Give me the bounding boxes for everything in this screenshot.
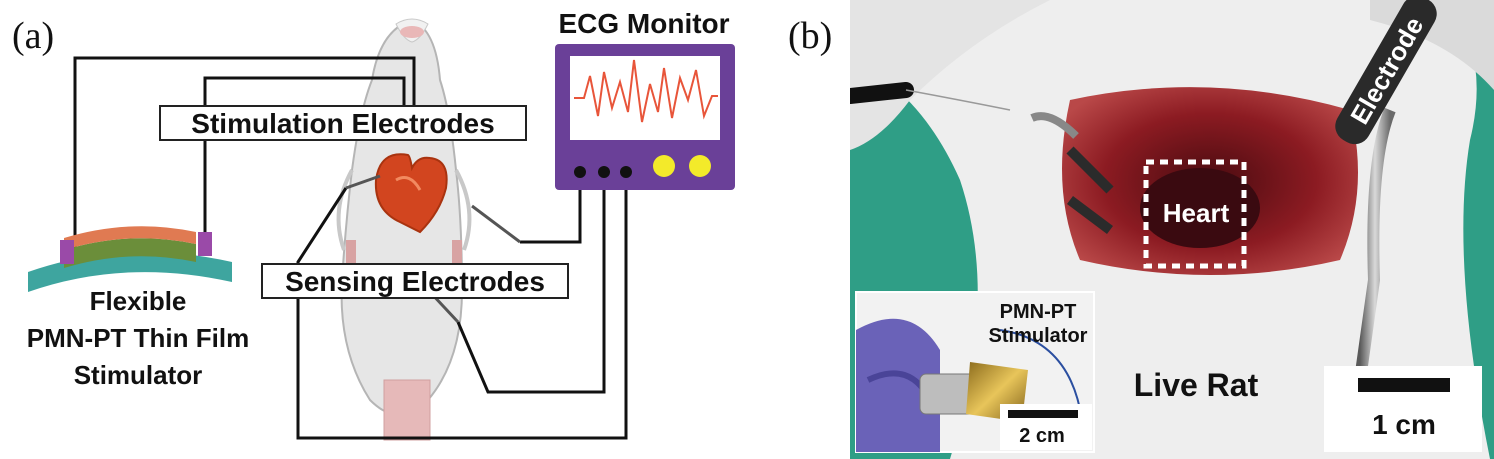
stimulator-label-line3: Stimulator (74, 360, 203, 390)
heart-highlight-box (1143, 159, 1247, 269)
sensing-electrodes-box (261, 263, 569, 299)
ecg-trace (574, 59, 718, 123)
scale-bar-label: 1 cm (1372, 409, 1436, 440)
stimulation-electrodes-label: Stimulation Electrodes (191, 108, 494, 139)
stimulator-label-line1: Flexible (90, 286, 187, 316)
stimulator-label-line2: PMN-PT Thin Film (27, 323, 249, 353)
stimulator-inset: PMN-PT Stimulator 2 cm (855, 291, 1095, 453)
sensing-electrodes-label: Sensing Electrodes (285, 266, 545, 297)
ecg-monitor-label: ECG Monitor (558, 8, 729, 39)
sensing-wires (296, 172, 628, 440)
inset-scale-bar-label: 2 cm (1019, 425, 1065, 447)
stimulation-wires (73, 56, 416, 256)
heart-icon (374, 153, 448, 234)
stimulation-electrodes-box (159, 105, 527, 141)
heart-label: Heart (1163, 198, 1230, 228)
panel-a-label: (a) (12, 15, 55, 57)
scale-bar (1358, 378, 1450, 392)
ecg-monitor (555, 44, 735, 190)
surgery-photo: Electrode Heart Live Rat 1 cm PMN-PT Sti… (850, 0, 1494, 459)
inset-label-line1: PMN-PT (1000, 301, 1077, 323)
inset-label-line2: Stimulator (989, 325, 1088, 347)
inset-scale-bar (1008, 410, 1078, 418)
live-rat-label: Live Rat (1134, 367, 1259, 403)
experiment-schematic: ECG Monitor Stimulation Electrodes Sensi… (27, 8, 735, 441)
panel-b-label: (b) (788, 15, 833, 57)
stimulator-film (28, 226, 232, 292)
